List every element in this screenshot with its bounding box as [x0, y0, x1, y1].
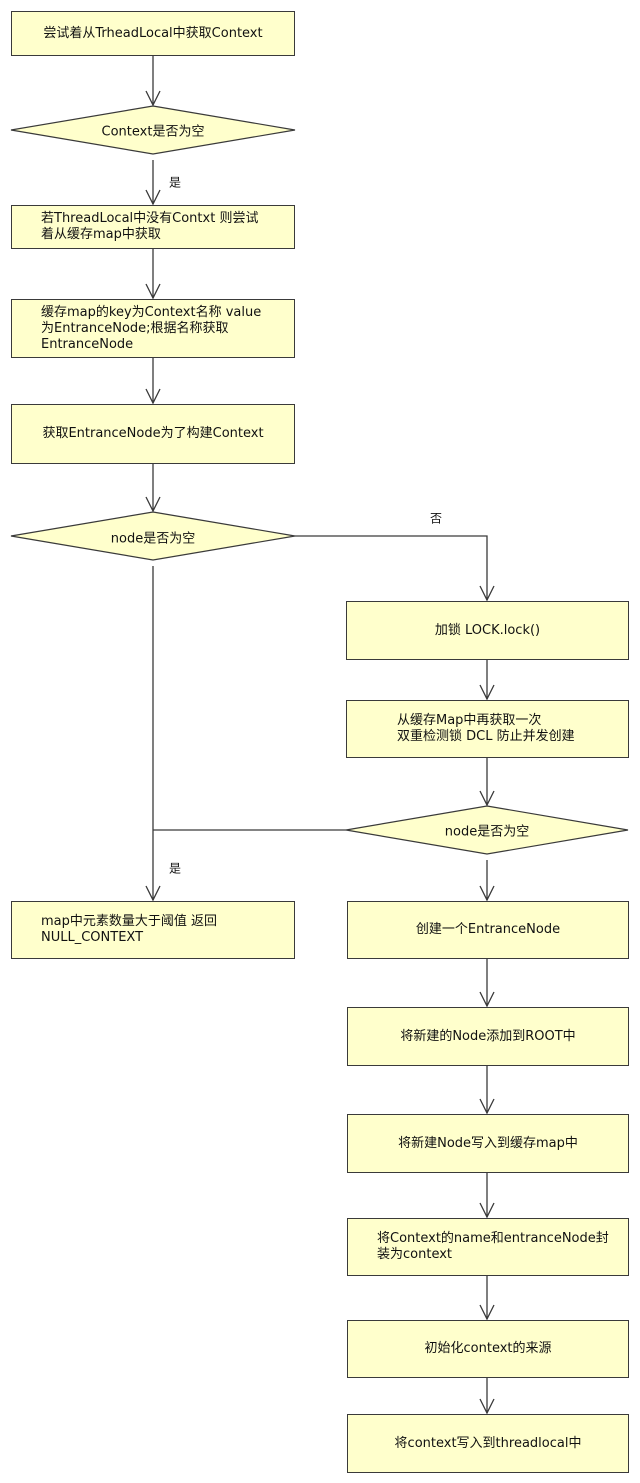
edge-n9-n10-arrowhead-icon: [479, 1098, 495, 1115]
node-text: 将新建的Node添加到ROOT中: [400, 1028, 576, 1044]
edge-n5-n6-arrowhead-icon: [479, 684, 495, 701]
node-text: 将context写入到threadlocal中: [394, 1435, 582, 1451]
node-text: 从缓存Map中再获取一次 双重检测锁 DCL 防止并发创建: [397, 713, 575, 744]
node-return-null-context: map中元素数量大于阈值 返回 NULL_CONTEXT: [11, 901, 295, 959]
edge-d2-n7-yes-arrowhead-icon: [145, 885, 161, 902]
node-text: 尝试着从TrheadLocal中获取Context: [43, 25, 263, 41]
node-try-cache-map: 若ThreadLocal中没有Contxt 则尝试 着从缓存map中获取: [11, 205, 295, 249]
node-get-entrancenode: 获取EntranceNode为了构建Context: [11, 404, 295, 464]
node-text: 加锁 LOCK.lock(): [434, 622, 541, 638]
decision-node-empty-shape: [10, 511, 296, 561]
edge-n4-d2-arrowhead-icon: [145, 496, 161, 513]
edge-n1-d1-arrowhead-icon: [145, 90, 161, 107]
node-text: 获取EntranceNode为了构建Context: [42, 426, 264, 441]
node-text: map中元素数量大于阈值 返回 NULL_CONTEXT: [41, 914, 218, 945]
node-wrap-context: 将Context的name和entranceNode封 装为context: [347, 1218, 629, 1276]
edge-n11-n12-arrowhead-icon: [479, 1304, 495, 1321]
decision-context-empty-shape: [10, 105, 296, 155]
node-text: 将Context的name和entranceNode封 装为context: [377, 1231, 609, 1262]
edge-n12-n13-arrowhead-icon: [479, 1398, 495, 1415]
decision-node-empty-recheck-shape: [345, 805, 629, 855]
node-cache-map-key-value: 缓存map的key为Context名称 value 为EntranceNode;…: [11, 299, 295, 358]
node-text: 初始化context的来源: [424, 1341, 552, 1356]
edge-label-yes-2: 是: [168, 861, 182, 876]
edge-n8-n9-arrowhead-icon: [479, 991, 495, 1008]
edge-n10-n11-arrowhead-icon: [479, 1202, 495, 1219]
node-double-check: 从缓存Map中再获取一次 双重检测锁 DCL 防止并发创建: [346, 700, 629, 758]
decision-node-empty-recheck-label: node是否为空: [444, 824, 530, 840]
node-create-entrancenode: 创建一个EntranceNode: [347, 901, 629, 959]
node-write-cache-map: 将新建Node写入到缓存map中: [347, 1114, 629, 1173]
node-init-context-origin: 初始化context的来源: [347, 1320, 629, 1378]
edges-layer: [145, 56, 495, 1415]
edge-n3-n4-arrowhead-icon: [145, 388, 161, 405]
edge-d1-n2-arrowhead-icon: [145, 189, 161, 206]
node-get-from-threadlocal: 尝试着从TrheadLocal中获取Context: [11, 11, 295, 56]
edge-n6-d3-arrowhead-icon: [479, 790, 495, 807]
edge-label-yes-1: 是: [168, 175, 182, 190]
decision-node-empty-label: node是否为空: [110, 531, 196, 547]
node-add-to-root: 将新建的Node添加到ROOT中: [347, 1007, 629, 1066]
edge-n2-n3-arrowhead-icon: [145, 283, 161, 300]
node-text: 若ThreadLocal中没有Contxt 则尝试 着从缓存map中获取: [41, 211, 259, 242]
decision-context-empty-label: Context是否为空: [101, 124, 205, 140]
node-lock: 加锁 LOCK.lock(): [346, 601, 629, 660]
edge-label-no: 否: [429, 511, 443, 526]
node-write-threadlocal: 将context写入到threadlocal中: [347, 1414, 629, 1473]
decisions-layer: [10, 105, 629, 855]
node-text: 将新建Node写入到缓存map中: [398, 1135, 578, 1151]
edge-d2-n5-no: [295, 535, 488, 600]
edge-d2-n5-no-arrowhead-icon: [479, 585, 495, 602]
node-text: 缓存map的key为Context名称 value 为EntranceNode;…: [41, 304, 262, 352]
edge-d3-n8-arrowhead-icon: [479, 885, 495, 902]
node-text: 创建一个EntranceNode: [415, 922, 561, 937]
